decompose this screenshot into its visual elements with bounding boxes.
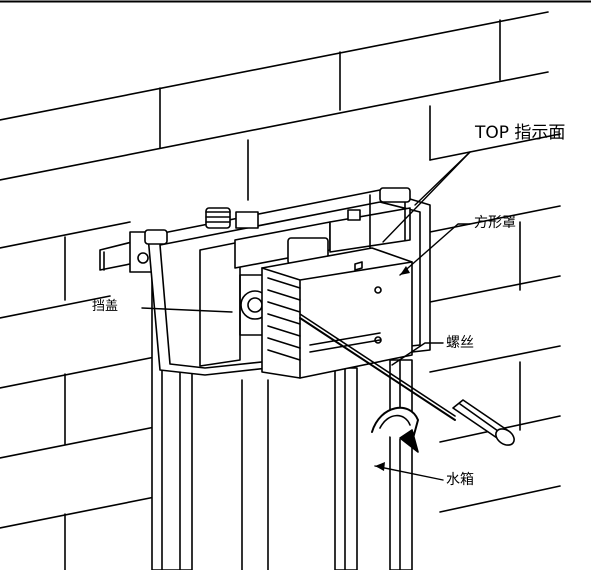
cover-arrowhead	[400, 266, 410, 275]
label-stopper: 挡盖	[92, 299, 119, 314]
square-cover	[261, 247, 413, 379]
label-top-face: TOP 指示面	[475, 123, 566, 143]
leader-lines	[141, 151, 471, 481]
rotation-arrow-icon	[371, 406, 419, 453]
label-screw: 螺丝	[446, 335, 474, 351]
label-square-cover: 方形罩	[474, 215, 516, 231]
top-valve	[205, 207, 259, 229]
screwdriver	[299, 313, 515, 446]
tank-arrowhead	[375, 462, 385, 471]
label-water-tank: 水箱	[446, 472, 474, 488]
